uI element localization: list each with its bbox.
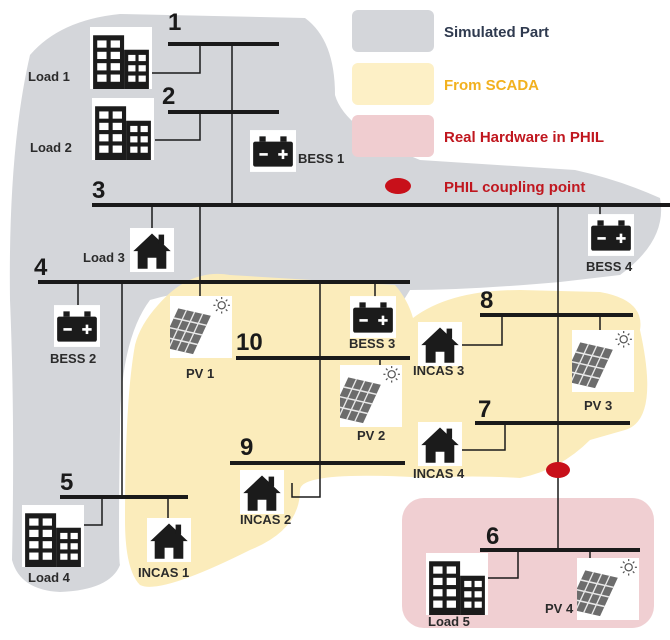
bus-9-label: 9 bbox=[240, 434, 253, 461]
bus-bars bbox=[38, 42, 670, 552]
house-icon bbox=[130, 228, 174, 272]
solar-panel-icon bbox=[340, 365, 402, 427]
battery-icon bbox=[54, 305, 100, 347]
load-5-label: Load 5 bbox=[428, 614, 470, 629]
bus-8-label: 8 bbox=[480, 287, 493, 314]
legend-simulated-swatch bbox=[352, 10, 434, 52]
incas-1-label: INCAS 1 bbox=[138, 565, 189, 580]
bess-1-label: BESS 1 bbox=[298, 151, 344, 166]
load-3-label: Load 3 bbox=[83, 250, 125, 265]
load-1-label: Load 1 bbox=[28, 69, 70, 84]
bus-2-label: 2 bbox=[162, 83, 175, 110]
solar-panel-icon bbox=[577, 558, 639, 620]
legend-coupling-marker bbox=[385, 178, 411, 194]
bess-3-label: BESS 3 bbox=[349, 336, 395, 351]
incas-3-label: INCAS 3 bbox=[413, 363, 464, 378]
office-building-icon bbox=[426, 553, 488, 615]
house-icon bbox=[240, 470, 284, 514]
pv-4-label: PV 4 bbox=[545, 601, 574, 616]
battery-icon bbox=[250, 130, 296, 172]
legend-hardware-label: Real Hardware in PHIL bbox=[444, 129, 604, 146]
battery-icon bbox=[588, 214, 634, 256]
legend-coupling-label: PHIL coupling point bbox=[444, 179, 585, 196]
solar-panel-icon bbox=[170, 296, 232, 358]
house-icon bbox=[147, 518, 191, 562]
legend-hardware-swatch bbox=[352, 115, 434, 157]
load-4-label: Load 4 bbox=[28, 570, 71, 585]
office-building-icon bbox=[92, 98, 154, 160]
bess-4-label: BESS 4 bbox=[586, 259, 633, 274]
bess-2-label: BESS 2 bbox=[50, 351, 96, 366]
incas-2-label: INCAS 2 bbox=[240, 512, 291, 527]
pv-3-label: PV 3 bbox=[584, 398, 612, 413]
bus-6-label: 6 bbox=[486, 523, 499, 550]
solar-panel-icon bbox=[572, 330, 634, 392]
simulated-region bbox=[9, 14, 662, 592]
house-icon bbox=[418, 322, 462, 366]
bus-4-label: 4 bbox=[34, 254, 48, 281]
battery-icon bbox=[350, 296, 396, 338]
load-2-label: Load 2 bbox=[30, 140, 72, 155]
bus-1-label: 1 bbox=[168, 9, 181, 36]
bus-10-label: 10 bbox=[236, 329, 263, 356]
legend-scada-label: From SCADA bbox=[444, 77, 539, 94]
bus-7-label: 7 bbox=[478, 396, 491, 423]
legend-scada-swatch bbox=[352, 63, 434, 105]
office-building-icon bbox=[90, 27, 152, 89]
phil-coupling-point bbox=[546, 462, 570, 478]
connection-lines bbox=[77, 44, 601, 579]
bus-5-label: 5 bbox=[60, 469, 73, 496]
pv-1-label: PV 1 bbox=[186, 366, 214, 381]
pv-2-label: PV 2 bbox=[357, 428, 385, 443]
office-building-icon bbox=[22, 505, 84, 567]
house-icon bbox=[418, 422, 462, 466]
bus-3-label: 3 bbox=[92, 177, 105, 204]
legend-simulated-label: Simulated Part bbox=[444, 24, 549, 41]
incas-4-label: INCAS 4 bbox=[413, 466, 465, 481]
